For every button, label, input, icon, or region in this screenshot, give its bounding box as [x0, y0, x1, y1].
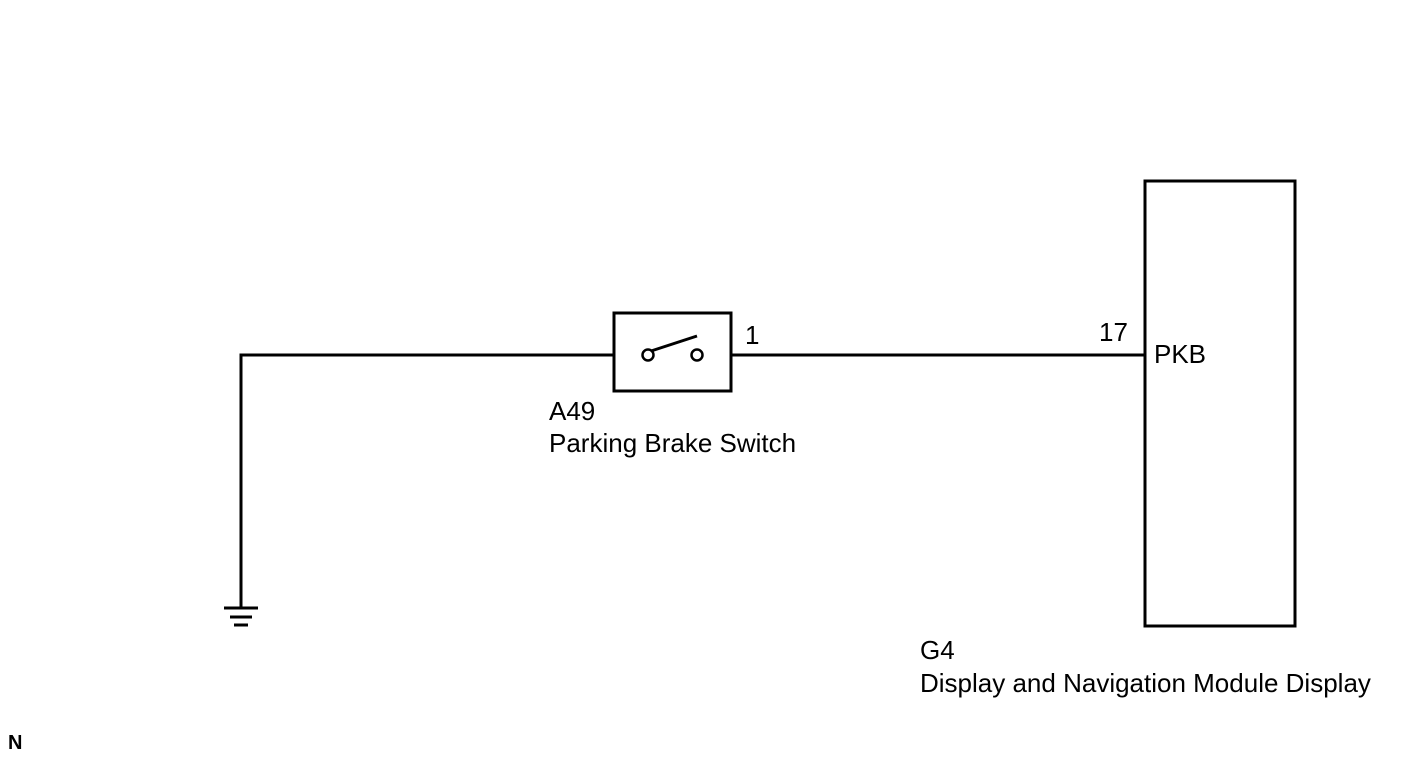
module-box: [1143, 179, 1297, 628]
switch-symbol-icon: [641, 334, 704, 362]
module-pin-number: 17: [1099, 317, 1128, 347]
corner-mark: N: [8, 732, 23, 754]
module-terminal-name: PKB: [1154, 339, 1207, 369]
ground-wire: [239, 353, 614, 608]
ground-symbol-icon: [224, 606, 258, 627]
module-connector-id: G4: [920, 635, 955, 665]
parking-brake-switch-box: [612, 311, 733, 393]
switch-connector-id: A49: [549, 396, 596, 426]
switch-pin-number: 1: [745, 320, 760, 350]
switch-contact-left: [641, 348, 655, 362]
switch-name: Parking Brake Switch: [549, 428, 797, 458]
module-name: Display and Navigation Module Display: [920, 668, 1371, 698]
switch-contact-right: [690, 348, 704, 362]
switch-blade: [647, 334, 698, 354]
